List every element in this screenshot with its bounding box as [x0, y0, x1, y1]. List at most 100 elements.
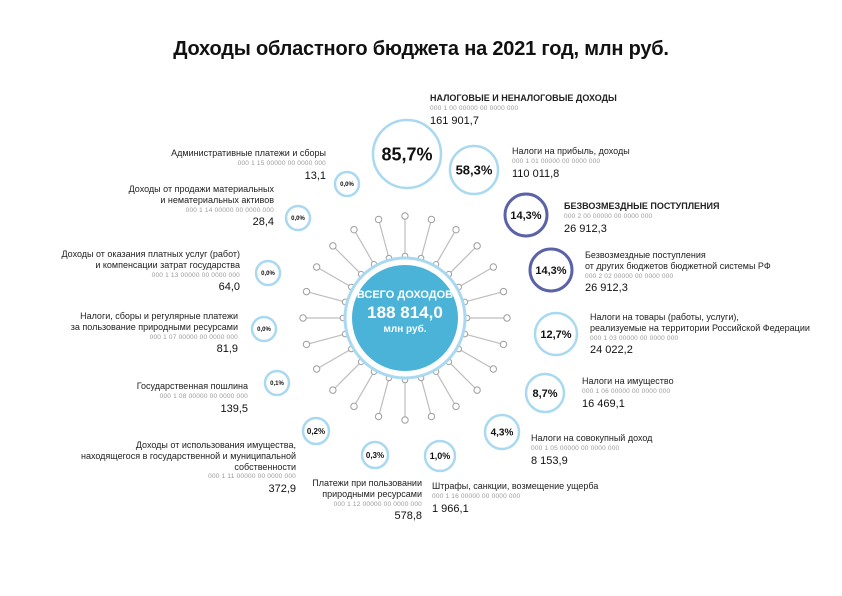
spoke-outer-dot — [302, 340, 311, 349]
percent-text: 8,7% — [532, 388, 557, 400]
percent-bubble — [448, 144, 500, 196]
item-name: Налоги на совокупный доход — [531, 433, 653, 443]
item-code: 000 1 12 00000 00 0000 000 — [333, 500, 422, 508]
spoke-line — [378, 377, 390, 417]
spoke-outer-dot — [489, 365, 498, 373]
spoke-outer-dot — [499, 340, 508, 349]
percent-bubble — [528, 247, 574, 293]
hub-fill — [352, 265, 458, 371]
item-name: Доходы от оказания платных услуг (работ)… — [61, 249, 240, 270]
spoke-outer-dot — [312, 263, 321, 271]
percent-bubble — [533, 311, 579, 357]
spoke-outer-dot — [499, 287, 508, 296]
item-value: 64,0 — [218, 281, 240, 294]
spoke-outer-dot — [350, 225, 358, 234]
percent-text: 4,3% — [491, 428, 514, 439]
item-name: Штрафы, санкции, возмещение ущерба — [432, 481, 599, 491]
item-code: 000 1 05 00000 00 0000 000 — [531, 444, 620, 452]
item-value: 28,4 — [252, 216, 274, 229]
spoke-line — [332, 245, 362, 275]
item-name: Налоги на прибыль, доходы — [512, 146, 630, 156]
item-code: 000 2 02 00000 00 0000 000 — [585, 272, 674, 280]
percent-text: 1,0% — [430, 451, 451, 461]
item-value: 24 022,2 — [590, 344, 633, 357]
item-code: 000 1 08 00000 00 0000 000 — [159, 392, 248, 400]
center-label-block: ВСЕГО ДОХОДОВ 188 814,0 млн руб. — [340, 289, 470, 335]
item-value: 13,1 — [304, 169, 326, 182]
percent-bubble — [250, 315, 278, 343]
item-code: 000 1 01 00000 00 0000 000 — [512, 157, 601, 165]
spoke-outer-dot — [473, 386, 481, 394]
item-value: 1 966,1 — [432, 502, 469, 515]
item-code: 000 1 13 00000 00 0000 000 — [151, 271, 240, 279]
spoke-line — [435, 229, 457, 265]
spoke-line — [458, 348, 494, 370]
item-value: 26 912,3 — [564, 222, 607, 235]
item-value: 161 901,7 — [430, 114, 479, 127]
spoke-line — [464, 333, 504, 345]
spoke-outer-dot — [329, 242, 337, 250]
item-value: 26 912,3 — [585, 282, 628, 295]
item-label: Налоги на товары (работы, услуги),реализ… — [590, 312, 820, 358]
percent-text: 0,3% — [366, 451, 384, 460]
item-value: 16 469,1 — [582, 397, 625, 410]
percent-text: 14,3% — [535, 265, 566, 277]
percent-text: 85,7% — [381, 144, 432, 164]
spoke-line — [316, 348, 352, 370]
spoke-outer-dot — [489, 263, 498, 271]
percent-bubble — [371, 118, 443, 190]
percent-text: 58,3% — [456, 163, 493, 178]
spoke-line — [378, 219, 390, 259]
spoke-outer-dot — [452, 225, 460, 234]
item-label: Доходы от оказания платных услуг (работ)… — [20, 249, 240, 295]
spoke-outer-dot — [350, 402, 358, 411]
item-code: 000 2 00 00000 00 0000 000 — [564, 212, 653, 220]
percent-text: 0,0% — [291, 216, 305, 222]
spoke-line — [464, 291, 504, 303]
spoke-line — [353, 229, 375, 265]
center-unit: млн руб. — [383, 324, 427, 335]
percent-text: 0,0% — [340, 182, 354, 188]
item-code: 000 1 06 00000 00 0000 000 — [582, 387, 671, 395]
spoke-outer-dot — [374, 215, 383, 224]
spoke-line — [306, 291, 346, 303]
item-code: 000 1 14 00000 00 0000 000 — [185, 206, 274, 214]
spoke-line — [435, 371, 457, 407]
item-code: 000 1 00 00000 00 0000 000 — [430, 104, 519, 112]
spoke-outer-dot — [329, 386, 337, 394]
percent-bubble — [333, 170, 361, 198]
item-code: 000 1 07 00000 00 0000 000 — [149, 333, 238, 341]
spoke-line — [353, 371, 375, 407]
spoke-line — [458, 266, 494, 288]
spoke-outer-dot — [427, 215, 436, 224]
spoke-line — [316, 266, 352, 288]
item-name: Налоги на товары (работы, услуги),реализ… — [590, 312, 810, 333]
percent-text: 0,0% — [257, 327, 271, 333]
spoke-outer-dot — [503, 314, 511, 322]
percent-text: 0,1% — [270, 381, 284, 387]
item-value: 81,9 — [216, 343, 238, 356]
spoke-outer-dot — [427, 412, 436, 421]
spoke-outer-dot — [401, 416, 409, 424]
item-value: 8 153,9 — [531, 454, 568, 467]
item-name: БЕЗВОЗМЕЗДНЫЕ ПОСТУПЛЕНИЯ — [564, 201, 720, 211]
percent-bubble — [301, 416, 331, 446]
spoke-line — [448, 245, 478, 275]
percent-bubble — [263, 369, 291, 397]
item-name: НАЛОГОВЫЕ И НЕНАЛОГОВЫЕ ДОХОДЫ — [430, 93, 617, 103]
percent-bubble — [503, 192, 549, 238]
spoke-line — [306, 333, 346, 345]
spoke-line — [332, 361, 362, 391]
item-value: 139,5 — [220, 402, 248, 415]
